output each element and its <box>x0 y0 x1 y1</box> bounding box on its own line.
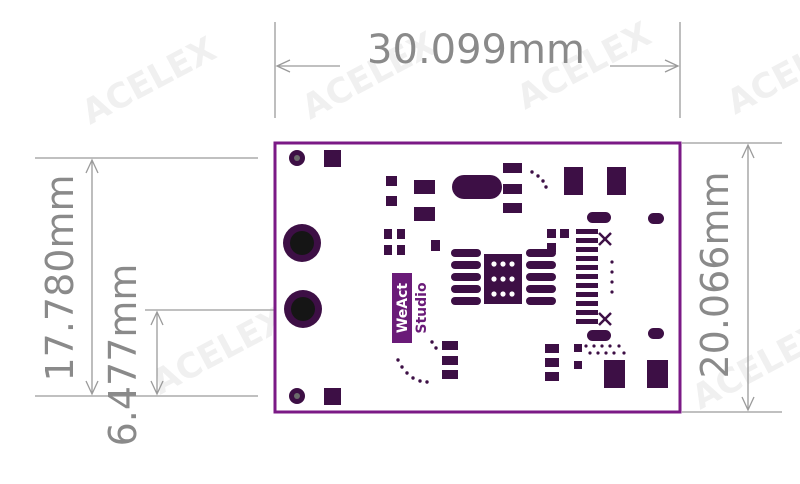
watermark: ACELEX <box>720 19 800 123</box>
pcb-board: WeAct Studio <box>273 141 682 414</box>
watermark: ACELEX <box>145 299 292 403</box>
weact-studio-logo: WeAct Studio <box>392 273 430 343</box>
usb-connector-pads <box>576 229 598 324</box>
watermark: ACELEX <box>75 29 222 133</box>
board-width-label: 30.099mm <box>367 27 585 73</box>
logo-line2: Studio <box>414 282 430 334</box>
pcb-components <box>283 150 668 405</box>
dimension-board-height <box>682 142 782 413</box>
jack-offset-label: 6.477mm <box>101 264 145 447</box>
logo-background <box>392 273 412 343</box>
dimension-hole-spacing <box>35 157 258 397</box>
via-dots <box>396 170 626 384</box>
pad-square-bottom <box>324 388 341 405</box>
board-height-label: 20.066mm <box>693 172 737 379</box>
logo-line1: WeAct <box>395 283 411 334</box>
pad-square-top <box>324 150 341 167</box>
ic-pads-left <box>451 249 481 305</box>
crystal-pad <box>452 175 502 199</box>
hole-spacing-label: 17.780mm <box>38 175 82 382</box>
dimension-board-width <box>274 22 681 118</box>
